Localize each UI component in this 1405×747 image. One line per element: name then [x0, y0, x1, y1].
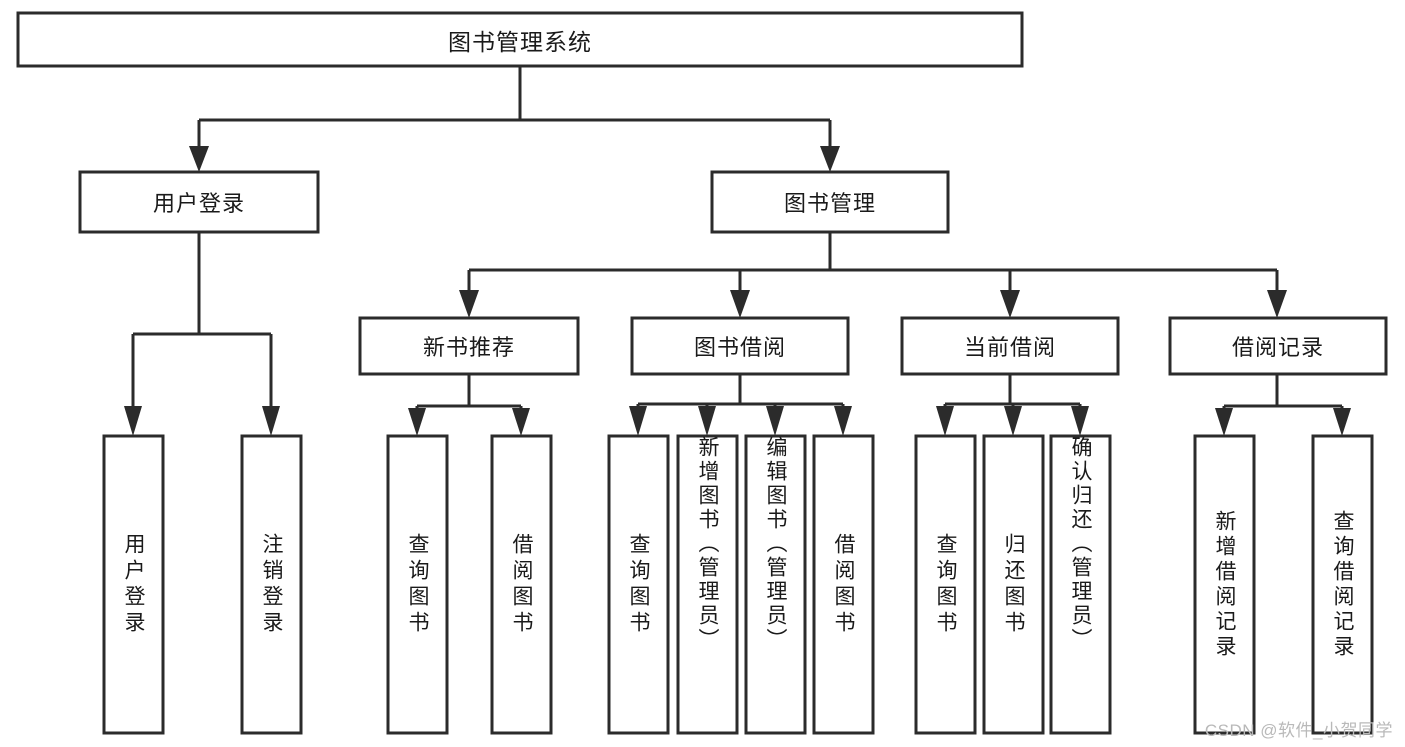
node-box-leaf-6[interactable] [676, 434, 739, 735]
connector-group-newbook [408, 374, 530, 436]
arrow-head-icon [766, 406, 784, 436]
arrow-head-icon [629, 406, 647, 436]
node-box-borrow[interactable] [630, 316, 850, 376]
arrow-head-icon [1000, 290, 1020, 318]
arrow-head-icon [698, 406, 716, 436]
node-box-leaf-9[interactable] [914, 434, 977, 735]
node-box-records[interactable] [1168, 316, 1388, 376]
arrow-head-icon [936, 406, 954, 436]
node-box-bookmgmt[interactable] [710, 170, 950, 234]
node-box-leaf-12[interactable] [1193, 434, 1256, 735]
arrow-head-icon [820, 146, 840, 172]
connector-group-login [124, 232, 280, 436]
node-box-leaf-10[interactable] [982, 434, 1045, 735]
arrow-head-icon [1071, 406, 1089, 436]
node-box-root[interactable] [16, 11, 1024, 68]
connector-group-current [936, 374, 1089, 436]
connector-group-records [1215, 374, 1351, 436]
node-box-leaf-7[interactable] [744, 434, 807, 735]
arrow-head-icon [459, 290, 479, 318]
node-box-leaf-4[interactable] [490, 434, 553, 735]
arrow-head-icon [512, 408, 530, 436]
node-box-leaf-5[interactable] [607, 434, 670, 735]
node-box-leaf-8[interactable] [812, 434, 875, 735]
connector-group-root [189, 66, 840, 172]
node-box-login[interactable] [78, 170, 320, 234]
arrow-head-icon [1333, 408, 1351, 436]
arrow-head-icon [408, 408, 426, 436]
arrow-head-icon [262, 406, 280, 436]
arrow-head-icon [189, 146, 209, 172]
node-box-leaf-13[interactable] [1311, 434, 1374, 735]
node-box-newbook[interactable] [358, 316, 580, 376]
node-box-current[interactable] [900, 316, 1120, 376]
arrow-head-icon [1004, 406, 1022, 436]
node-box-leaf-2[interactable] [240, 434, 303, 735]
arrow-head-icon [1267, 290, 1287, 318]
node-box-leaf-1[interactable] [102, 434, 165, 735]
arrow-head-icon [834, 406, 852, 436]
arrow-head-icon [730, 290, 750, 318]
connector-group-bookmgmt [459, 232, 1287, 318]
arrow-head-icon [124, 406, 142, 436]
connector-group-borrow [629, 374, 852, 436]
node-box-leaf-11[interactable] [1049, 434, 1112, 735]
arrow-head-icon [1215, 408, 1233, 436]
node-box-leaf-3[interactable] [386, 434, 449, 735]
